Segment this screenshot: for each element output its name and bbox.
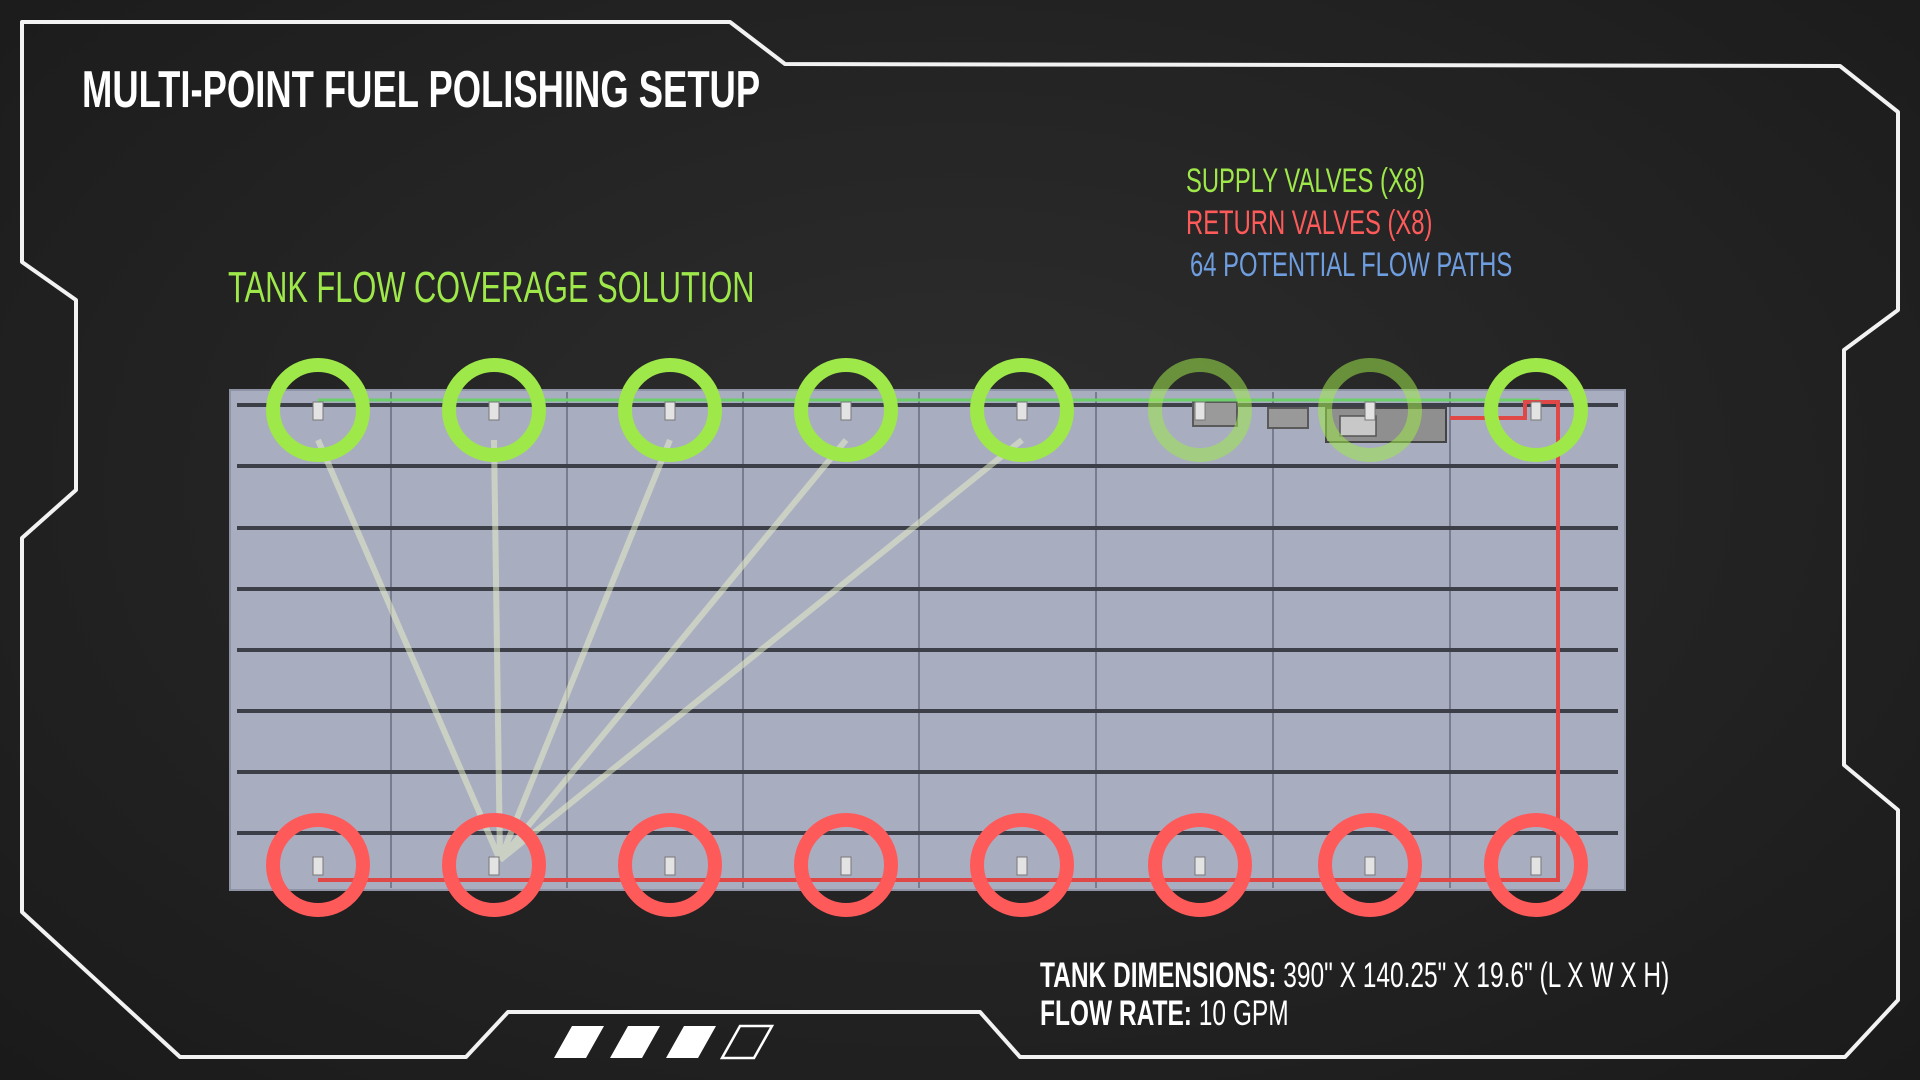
- supply-valve-2[interactable]: [442, 358, 546, 462]
- return-valve-fitting-7: [1364, 856, 1376, 876]
- return-valve-fitting-3: [664, 856, 676, 876]
- pump-motor: [1339, 415, 1377, 437]
- supply-valve-fitting-3: [664, 401, 676, 421]
- supply-valve-fitting-6: [1194, 401, 1206, 421]
- flow-path-2: [491, 439, 503, 861]
- supply-valve-7[interactable]: [1318, 358, 1422, 462]
- supply-valve-5[interactable]: [970, 358, 1074, 462]
- supply-valve-3[interactable]: [618, 358, 722, 462]
- legend-flow-paths: 64 POTENTIAL FLOW PATHS: [1190, 246, 1513, 284]
- supply-valve-6[interactable]: [1148, 358, 1252, 462]
- supply-valve-fitting-8: [1530, 401, 1542, 421]
- return-valve-4[interactable]: [794, 813, 898, 917]
- supply-valve-8[interactable]: [1484, 358, 1588, 462]
- return-valve-fitting-6: [1194, 856, 1206, 876]
- return-valve-7[interactable]: [1318, 813, 1422, 917]
- flow-path-4: [497, 438, 849, 862]
- flow-path-1: [315, 438, 503, 862]
- flow-rate-label: FLOW RATE:: [1040, 994, 1192, 1033]
- return-valve-fitting-8: [1530, 856, 1542, 876]
- section-subtitle: TANK FLOW COVERAGE SOLUTION: [228, 263, 755, 312]
- flow-rate-value: 10 GPM: [1198, 994, 1289, 1033]
- pagination-dot-4[interactable]: [719, 1024, 775, 1060]
- flow-rate: FLOW RATE: 10 GPM: [1040, 996, 1289, 1031]
- return-valve-3[interactable]: [618, 813, 722, 917]
- return-valve-1[interactable]: [266, 813, 370, 917]
- page-title: MULTI-POINT FUEL POLISHING SETUP: [82, 61, 761, 119]
- tank-dimensions-label: TANK DIMENSIONS:: [1040, 956, 1277, 995]
- pagination-dot-1[interactable]: [554, 1026, 604, 1058]
- return-valve-fitting-1: [312, 856, 324, 876]
- tank-dimensions: TANK DIMENSIONS: 390" x 140.25" x 19.6" …: [1040, 958, 1669, 993]
- return-valve-8[interactable]: [1484, 813, 1588, 917]
- flow-path-5: [498, 437, 1024, 863]
- supply-valve-fitting-1: [312, 401, 324, 421]
- return-valve-5[interactable]: [970, 813, 1074, 917]
- supply-valve-fitting-5: [1016, 401, 1028, 421]
- return-valve-fitting-4: [840, 856, 852, 876]
- equipment: [1192, 401, 1447, 443]
- supply-valve-1[interactable]: [266, 358, 370, 462]
- supply-valve-4[interactable]: [794, 358, 898, 462]
- return-valve-fitting-5: [1016, 856, 1028, 876]
- pagination-dot-2[interactable]: [610, 1026, 660, 1058]
- supply-valve-fitting-2: [488, 401, 500, 421]
- legend-supply-valves: SUPPLY VALVES (x8): [1186, 162, 1425, 200]
- supply-valve-fitting-7: [1364, 401, 1376, 421]
- return-valve-2[interactable]: [442, 813, 546, 917]
- pagination-dot-3[interactable]: [666, 1026, 716, 1058]
- flow-path-3: [497, 438, 673, 862]
- tank-body: [229, 389, 1626, 891]
- return-valve-fitting-2: [488, 856, 500, 876]
- return-valve-6[interactable]: [1148, 813, 1252, 917]
- legend-return-valves: RETURN VALVES (x8): [1186, 204, 1433, 242]
- tank-dimensions-value: 390" x 140.25" x 19.6" (L x W x H): [1283, 956, 1670, 995]
- filter-unit-2: [1267, 407, 1309, 429]
- supply-valve-fitting-4: [840, 401, 852, 421]
